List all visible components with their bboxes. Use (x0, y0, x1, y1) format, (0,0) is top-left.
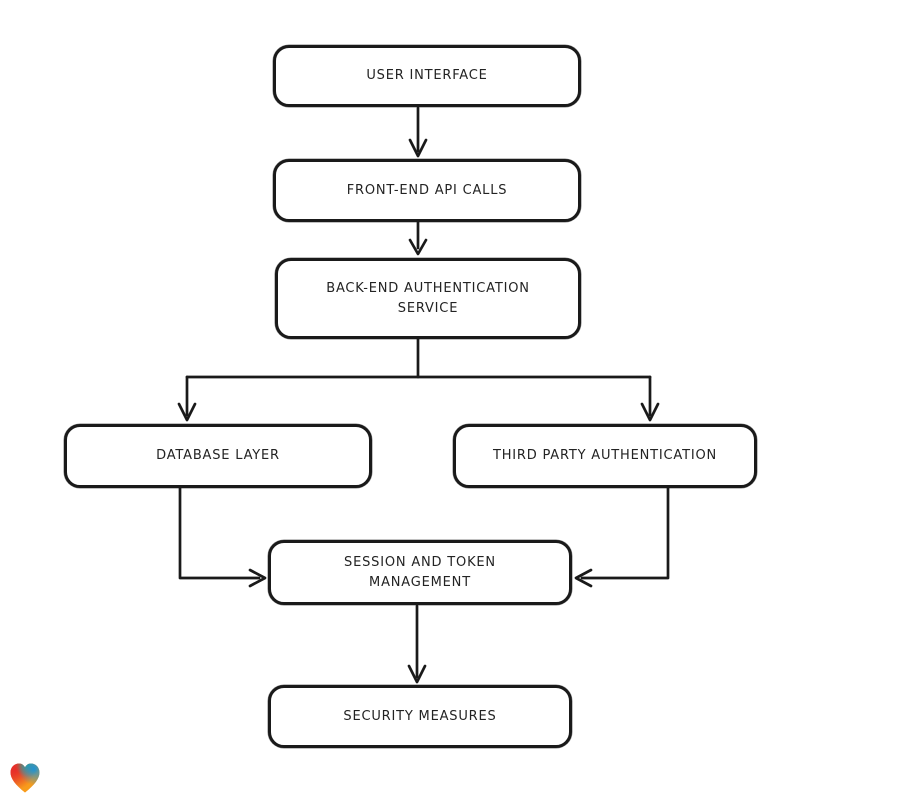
node-front-end-api-calls: FRONT-END API CALLS (273, 159, 581, 222)
edge-backend-to-thirdparty-arrowhead (640, 402, 660, 422)
edge-database-to-session-arrowhead (248, 568, 267, 588)
node-database-layer: DATABASE LAYER (64, 424, 372, 488)
node-session-and-token-management: SESSION AND TOKEN MANAGEMENT (268, 540, 572, 605)
node-security-measures-label: SECURITY MEASURES (343, 708, 497, 724)
node-back-end-authentication-service: BACK-END AUTHENTICATION SERVICE (275, 258, 581, 339)
edge-backend-to-database-arrowhead (177, 402, 197, 422)
node-user-interface-label: USER INTERFACE (366, 68, 488, 83)
edge-ui-to-frontend-arrowhead (408, 138, 428, 158)
node-user-interface: USER INTERFACE (273, 45, 581, 107)
edge-database-to-session (178, 486, 261, 580)
node-third-party-authentication-label: THIRD PARTY AUTHENTICATION (492, 448, 718, 463)
edge-session-to-security-arrowhead (407, 664, 427, 684)
heart-gradient-icon (9, 762, 41, 794)
node-database-layer-label: DATABASE LAYER (156, 448, 280, 463)
node-session-and-token-management-label: SESSION AND TOKEN MANAGEMENT (344, 554, 496, 590)
edge-thirdparty-to-session-arrowhead (574, 568, 593, 588)
node-third-party-authentication: THIRD PARTY AUTHENTICATION (453, 424, 757, 488)
node-front-end-api-calls-label: FRONT-END API CALLS (346, 182, 508, 198)
edge-thirdparty-to-session (580, 486, 670, 580)
watermark-link[interactable] (9, 762, 41, 794)
node-back-end-authentication-service-label: BACK-END AUTHENTICATION SERVICE (326, 280, 530, 316)
node-security-measures: SECURITY MEASURES (268, 685, 572, 748)
edge-frontend-to-backend-arrowhead (408, 238, 428, 256)
